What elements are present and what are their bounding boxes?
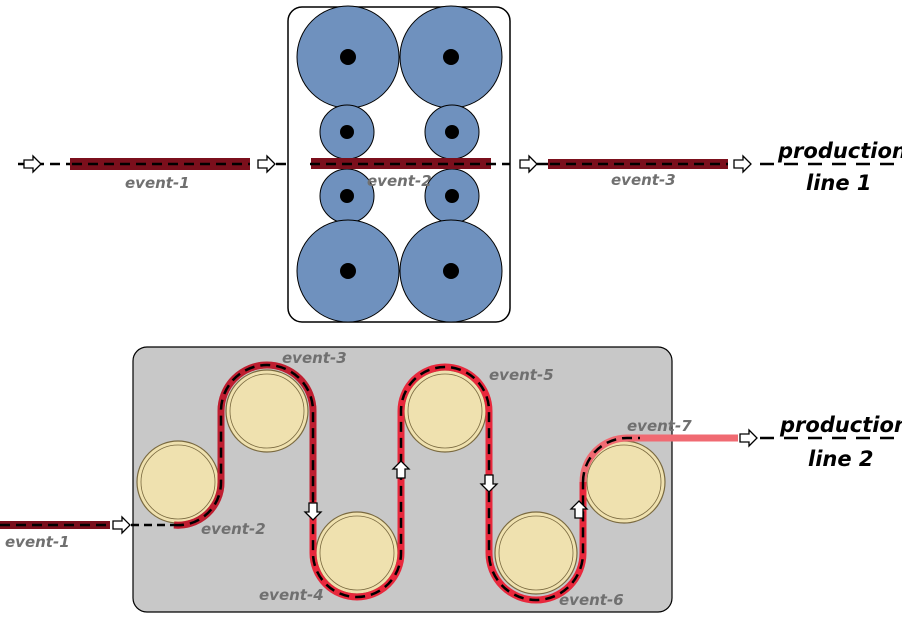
line2-arrow-out-icon bbox=[739, 429, 758, 447]
line2-label-event-7: event-7 bbox=[627, 417, 692, 435]
production-line-2: event-1 event-2 event-3 event-4 event-5 … bbox=[0, 346, 902, 613]
line2-arrow-in-icon bbox=[112, 516, 131, 534]
line2-label-event-6: event-6 bbox=[559, 591, 624, 609]
line2-title-bottom: line 2 bbox=[808, 447, 874, 471]
line1-arrow-in-icon bbox=[23, 155, 42, 173]
line1-label-event-3: event-3 bbox=[611, 171, 676, 189]
line1-label-event-1: event-1 bbox=[125, 174, 190, 192]
line2-label-event-3: event-3 bbox=[282, 349, 347, 367]
line2-label-event-4: event-4 bbox=[259, 586, 324, 604]
line2-title-top: production bbox=[779, 413, 902, 437]
line1-title-bottom: line 1 bbox=[806, 171, 872, 195]
line2-label-event-5: event-5 bbox=[489, 366, 554, 384]
production-line-1: event-1 event-2 event-3 production line … bbox=[18, 5, 902, 323]
line2-label-event-2: event-2 bbox=[201, 520, 266, 538]
line1-arrow-3-icon bbox=[519, 155, 538, 173]
line1-arrow-2-icon bbox=[257, 155, 276, 173]
roller-axles bbox=[340, 49, 459, 279]
line1-strip-event-2 bbox=[311, 158, 491, 169]
line2-label-event-1: event-1 bbox=[5, 533, 70, 551]
line1-arrow-out-icon bbox=[733, 155, 752, 173]
line1-label-event-2: event-2 bbox=[367, 172, 432, 190]
line1-title-top: production bbox=[777, 139, 902, 163]
